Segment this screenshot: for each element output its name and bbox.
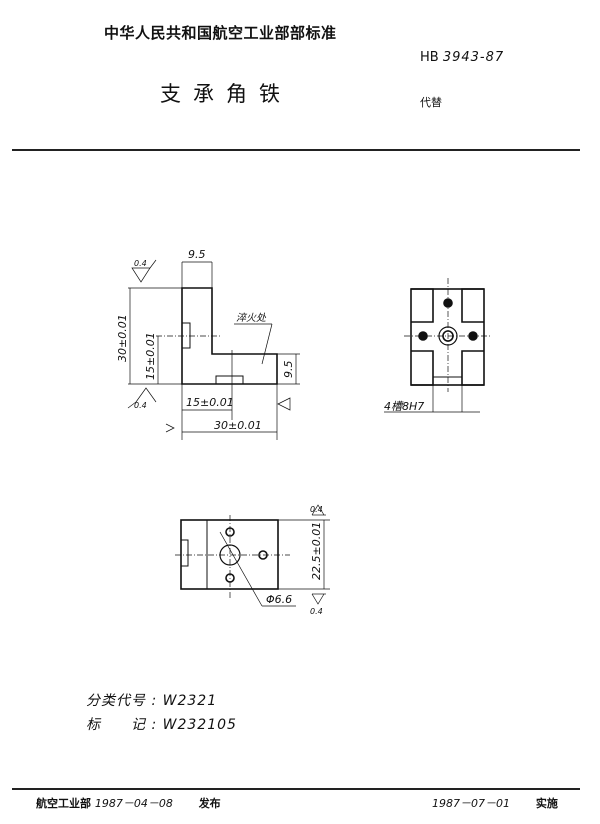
dim-top-width: 9.5	[188, 248, 206, 261]
issue-date: 1987－04－08	[94, 797, 173, 810]
issue-label: 发布	[198, 797, 221, 810]
issuer: 航空工业部	[36, 797, 91, 810]
hole-diameter: Φ6.6	[266, 593, 292, 606]
replace-label: 代替	[420, 96, 442, 109]
dim-height: 30±0.01	[116, 314, 129, 362]
standard-title: 中华人民共和国航空工业部部标准	[104, 24, 337, 42]
part-name: 支承角铁	[160, 82, 292, 106]
code-value: W2321	[162, 693, 218, 709]
footer-issue: 航空工业部 1987－04－08 发布	[36, 795, 221, 811]
doc-prefix: HB	[420, 50, 439, 65]
roughness-bottom: 0.4	[134, 401, 147, 410]
top-view	[180, 519, 279, 590]
roughness-top-view-bottom: 0.4	[310, 607, 323, 616]
front-view	[410, 288, 485, 386]
dim-bottom-width: 30±0.01	[214, 419, 262, 432]
dim-mid-height: 15±0.01	[144, 332, 157, 380]
classification-mark: 标 记 : W232105	[86, 717, 237, 733]
effective-label: 实施	[535, 797, 558, 810]
header-divider	[12, 149, 580, 151]
document-number: HB 3943-87	[420, 50, 504, 65]
top-view-height: 22.5±0.01	[310, 522, 323, 580]
classification-code: 分类代号 : W2321	[86, 693, 218, 709]
slot-label: 4槽8H7	[384, 400, 424, 413]
note-label: 淬火处	[236, 312, 267, 324]
footer-divider	[12, 788, 580, 790]
roughness-top-view: 0.4	[310, 505, 323, 514]
dim-bottom-half: 15±0.01	[186, 396, 234, 409]
side-view	[181, 287, 278, 385]
footer-effective: 1987－07－01 实施	[432, 795, 558, 811]
roughness-top: 0.4	[134, 259, 147, 268]
effective-date: 1987－07－01	[432, 797, 510, 810]
dim-right-height: 9.5	[282, 361, 295, 379]
mark-value: W232105	[162, 717, 237, 733]
doc-number: 3943-87	[442, 50, 505, 65]
